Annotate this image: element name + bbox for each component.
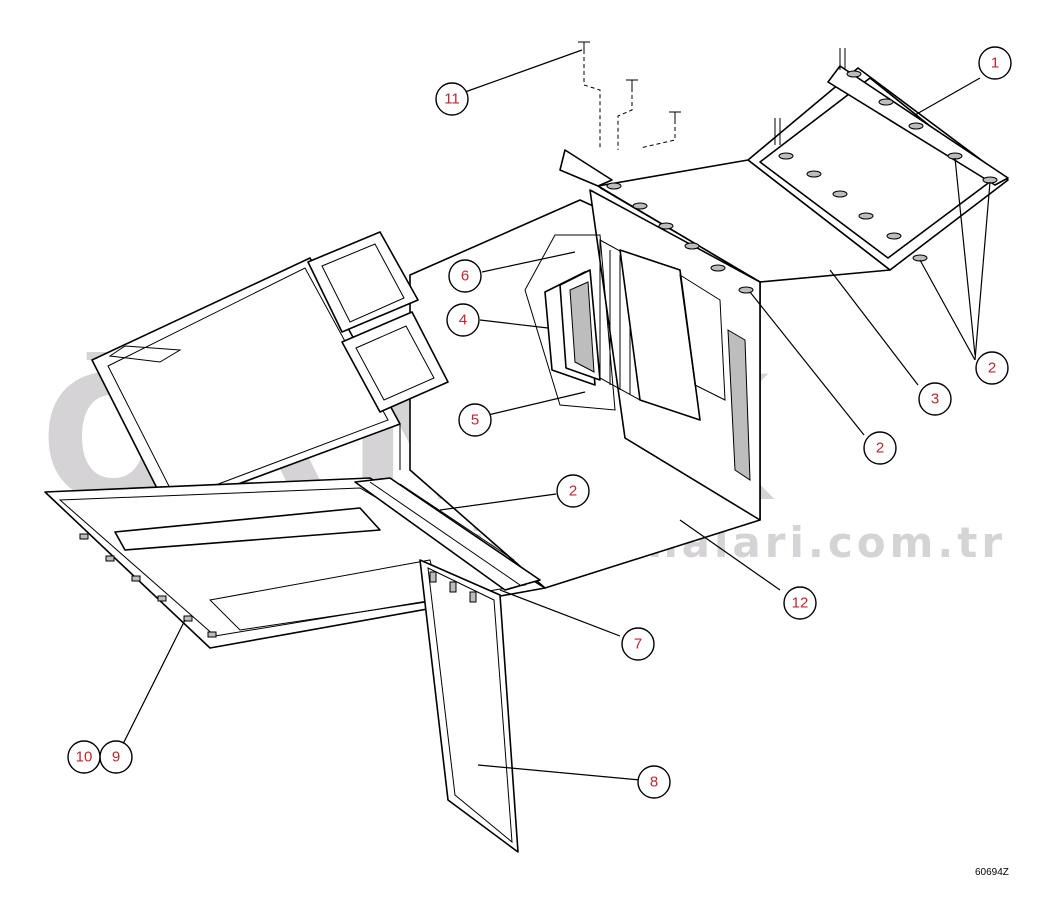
hinge-strip-part: [354, 477, 541, 591]
callout-2b: 2: [863, 431, 897, 465]
drawing-code: 60694Z: [975, 867, 1009, 878]
callout-2c-label: 2: [569, 483, 577, 500]
callout-7: 7: [621, 627, 655, 661]
callout-3: 3: [918, 382, 952, 416]
callout-4: 4: [446, 303, 480, 337]
callout-10: 10: [67, 740, 101, 774]
callout-5: 5: [458, 403, 492, 437]
callout-6: 6: [448, 259, 482, 293]
callout-8: 8: [637, 765, 671, 799]
callout-12-label: 12: [792, 595, 809, 612]
callout-1-label: 1: [991, 55, 999, 72]
callout-12: 12: [783, 586, 817, 620]
callout-7-label: 7: [634, 636, 642, 653]
screws-part: [578, 41, 681, 150]
callout-11: 11: [435, 82, 469, 116]
callout-2a: 2: [975, 351, 1009, 385]
leader-lines: [119, 49, 991, 781]
callout-1: 1: [978, 46, 1012, 80]
speaker-assembly-part: [524, 234, 726, 421]
callout-6-label: 6: [461, 268, 469, 285]
callout-2a-label: 2: [988, 360, 996, 377]
callout-9-label: 9: [112, 749, 120, 766]
callout-2b-label: 2: [876, 440, 884, 457]
callout-9: 9: [99, 740, 133, 774]
callout-5-label: 5: [471, 412, 479, 429]
callout-3-label: 3: [931, 391, 939, 408]
callout-10-label: 10: [76, 749, 93, 766]
flap-panel-part: [419, 559, 519, 853]
right-bracket-part: [597, 48, 1009, 283]
callout-11-label: 11: [444, 91, 460, 108]
callout-4-label: 4: [459, 312, 467, 329]
left-housing-part: [91, 231, 449, 511]
callout-8-label: 8: [650, 774, 658, 791]
callout-2c: 2: [556, 474, 590, 508]
